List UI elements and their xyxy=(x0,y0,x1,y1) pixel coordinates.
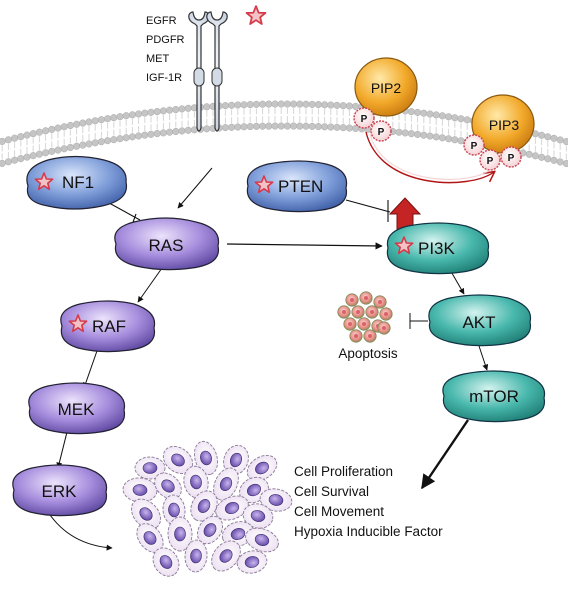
erk-to-cells-arrow xyxy=(47,511,113,551)
mek-node: MEK xyxy=(28,382,126,435)
pip2-lipid: PIP2 P P xyxy=(353,57,418,142)
ras-label: RAS xyxy=(149,236,184,255)
outcome-label: Hypoxia Inducible Factor xyxy=(294,524,443,539)
pten-label: PTEN xyxy=(278,177,323,196)
receptor-labels: EGFR PDGFR MET IGF-1R xyxy=(146,15,185,84)
phosphate-group: P xyxy=(479,149,501,171)
pi3k-node: PI3K xyxy=(386,222,490,275)
nf1-node: NF1 xyxy=(26,155,128,210)
phosphate-group: P xyxy=(370,120,392,142)
ras-to-pi3k-arrow xyxy=(226,242,383,250)
akt-node: AKT xyxy=(428,294,532,347)
outcome-label: Cell Proliferation xyxy=(294,464,393,479)
pip-conversion-arrow xyxy=(365,131,494,184)
pip2-label: PIP2 xyxy=(371,80,402,96)
phosphate-group: P xyxy=(353,107,375,129)
receptor-to-ras-arrow xyxy=(177,167,213,209)
phosphate-label: P xyxy=(378,127,385,138)
mtor-label: mTOR xyxy=(469,387,519,406)
raf-node: RAF xyxy=(60,300,156,353)
phosphate-label: P xyxy=(471,141,478,152)
pten-inhibits-pi3k xyxy=(345,199,391,222)
phosphate-label: P xyxy=(361,114,368,125)
erk-node: ERK xyxy=(12,464,108,517)
ras-node: RAS xyxy=(114,217,220,271)
raf-to-mek-arrow xyxy=(82,347,99,389)
apoptotic-cells-icon xyxy=(337,291,393,343)
mek-label: MEK xyxy=(58,400,96,419)
cell-outcomes: Cell Proliferation Cell Survival Cell Mo… xyxy=(294,464,443,539)
phosphate-label: P xyxy=(487,156,494,167)
akt-to-mtor-arrow xyxy=(478,345,489,371)
receptor-label: EGFR xyxy=(146,15,177,27)
proliferating-cells-icon xyxy=(122,440,293,577)
receptor-label: PDGFR xyxy=(146,34,185,46)
phosphate-group: P xyxy=(463,134,485,156)
mek-to-erk-arrow xyxy=(56,427,69,469)
ras-to-raf-arrow xyxy=(137,267,163,303)
ligand-star-icon xyxy=(245,5,267,25)
raf-label: RAF xyxy=(92,317,126,336)
mtor-to-outcomes-arrow xyxy=(421,419,469,490)
receptor-label: MET xyxy=(146,53,170,65)
pip3-label: PIP3 xyxy=(489,117,520,133)
receptor-tyrosine-kinase xyxy=(188,11,228,132)
pi3k-label: PI3K xyxy=(418,239,456,258)
pip3-lipid: PIP3 P P P xyxy=(463,94,535,171)
mtor-node: mTOR xyxy=(442,370,546,423)
receptor-label: IGF-1R xyxy=(146,72,182,84)
akt-label: AKT xyxy=(462,313,495,332)
apoptosis-label: Apoptosis xyxy=(338,346,398,361)
pten-node: PTEN xyxy=(246,160,348,213)
phosphate-group: P xyxy=(500,146,522,168)
phosphate-label: P xyxy=(508,153,515,164)
nf1-label: NF1 xyxy=(62,173,94,192)
akt-inhibits-apoptosis xyxy=(409,313,428,329)
outcome-label: Cell Movement xyxy=(294,504,384,519)
outcome-label: Cell Survival xyxy=(294,484,369,499)
erk-label: ERK xyxy=(42,482,78,501)
